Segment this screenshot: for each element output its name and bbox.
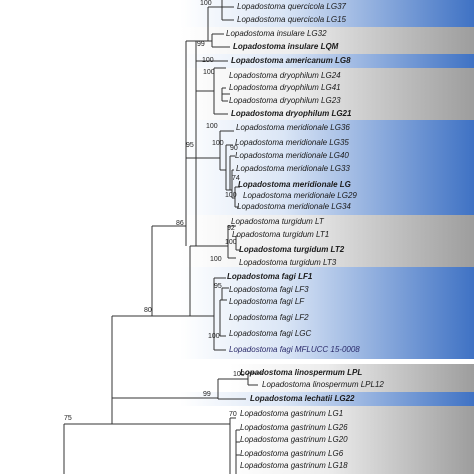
taxon-label: Lopadostoma gastrinum LG1 (240, 409, 343, 418)
support-values: 100 99 100 100 100 100 90 74 100 95 92 1… (64, 0, 245, 422)
taxon-label: Lopadostoma fagi LF (229, 297, 305, 306)
branch-fagi (213, 277, 229, 351)
branch-insulare (207, 6, 230, 48)
support-value: 100 (225, 192, 237, 199)
taxon-label: Lopadostoma insulare LG32 (226, 29, 327, 38)
branch-quercicola (221, 0, 234, 21)
taxon-label: Lopadostoma quercicola LG37 (237, 2, 347, 11)
taxon-label: Lopadostoma fagi LGC (229, 329, 311, 338)
tree-branches (63, 0, 262, 474)
band-linospermum (230, 364, 474, 392)
support-value: 70 (229, 411, 237, 418)
support-value: 100 (233, 371, 245, 378)
band-insulare (180, 27, 474, 54)
taxon-label: Lopadostoma fagi MFLUCC 15-0008 (229, 345, 360, 354)
branch-gastrinum (229, 417, 240, 474)
taxon-label: Lopadostoma quercicola LG15 (237, 15, 347, 24)
taxon-label: Lopadostoma turgidum LT1 (232, 230, 329, 239)
support-value: 74 (232, 175, 240, 182)
support-value: 100 (225, 239, 237, 246)
taxon-label: Lopadostoma dryophilum LG24 (229, 71, 341, 80)
support-value: 99 (203, 391, 211, 398)
band-lechatii (180, 392, 474, 406)
taxon-label: Lopadostoma gastrinum LG26 (240, 423, 348, 432)
taxon-label: Lopadostoma lechatii LG22 (250, 394, 355, 403)
support-value: 86 (176, 220, 184, 227)
clade-bands (180, 0, 474, 474)
taxon-label: Lopadostoma meridionale LG29 (243, 191, 357, 200)
support-value: 75 (64, 415, 72, 422)
support-value: 100 (206, 123, 218, 130)
band-quercicola (180, 0, 474, 27)
taxon-label: Lopadostoma meridionale LG36 (236, 123, 350, 132)
support-value: 100 (208, 333, 220, 340)
branch-deep (63, 225, 248, 474)
support-value: 100 (202, 57, 214, 64)
taxon-label: Lopadostoma meridionale LG34 (237, 202, 351, 211)
branch-backbone (185, 40, 228, 317)
band-fagi (180, 267, 474, 359)
support-value: 100 (200, 0, 212, 7)
band-meridionale (180, 120, 474, 215)
taxon-label: Lopadostoma gastrinum LG20 (240, 435, 348, 444)
taxon-label: Lopadostoma dryophilum LG41 (229, 83, 341, 92)
taxon-label: Lopadostoma gastrinum LG18 (240, 461, 348, 470)
taxon-label: Lopadostoma meridionale LG (238, 180, 351, 189)
taxon-label: Lopadostoma fagi LF2 (229, 313, 309, 322)
support-value: 95 (214, 283, 222, 290)
taxon-label: Lopadostoma dryophilum LG23 (229, 96, 341, 105)
taxon-label: Lopadostoma gastrinum LG6 (240, 449, 344, 458)
band-gastrinum (230, 406, 474, 474)
taxon-label: Lopadostoma dryophilum LG21 (231, 109, 352, 118)
taxon-label: Lopadostoma insulare LQM (233, 42, 339, 51)
branch-turgidum (227, 225, 240, 259)
support-value: 100 (203, 69, 215, 76)
taxon-label: Lopadostoma fagi LF1 (227, 272, 313, 281)
taxon-label: Lopadostoma fagi LF3 (229, 285, 309, 294)
taxon-label: Lopadostoma meridionale LG40 (235, 151, 349, 160)
taxon-label: Lopadostoma meridionale LG33 (236, 164, 350, 173)
taxon-label: Lopadostoma meridionale LG35 (235, 138, 349, 147)
band-americanum (180, 54, 474, 68)
taxon-label: Lopadostoma turgidum LT3 (239, 258, 337, 267)
taxon-label: Lopadostoma linospermum LPL (240, 368, 362, 377)
taxon-label: Lopadostoma linospermum LPL12 (262, 380, 384, 389)
support-value: 100 (210, 256, 222, 263)
taxon-label: Lopadostoma turgidum LT (231, 217, 325, 226)
support-value: 92 (227, 225, 235, 232)
branch-meridionale (219, 130, 240, 208)
support-value: 100 (212, 140, 224, 147)
support-value: 99 (197, 41, 205, 48)
support-value: 95 (186, 142, 194, 149)
taxon-label: Lopadostoma turgidum LT2 (239, 245, 345, 254)
support-value: 90 (230, 145, 238, 152)
support-value: 80 (144, 307, 152, 314)
taxon-label: Lopadostoma americanum LG8 (231, 56, 351, 65)
